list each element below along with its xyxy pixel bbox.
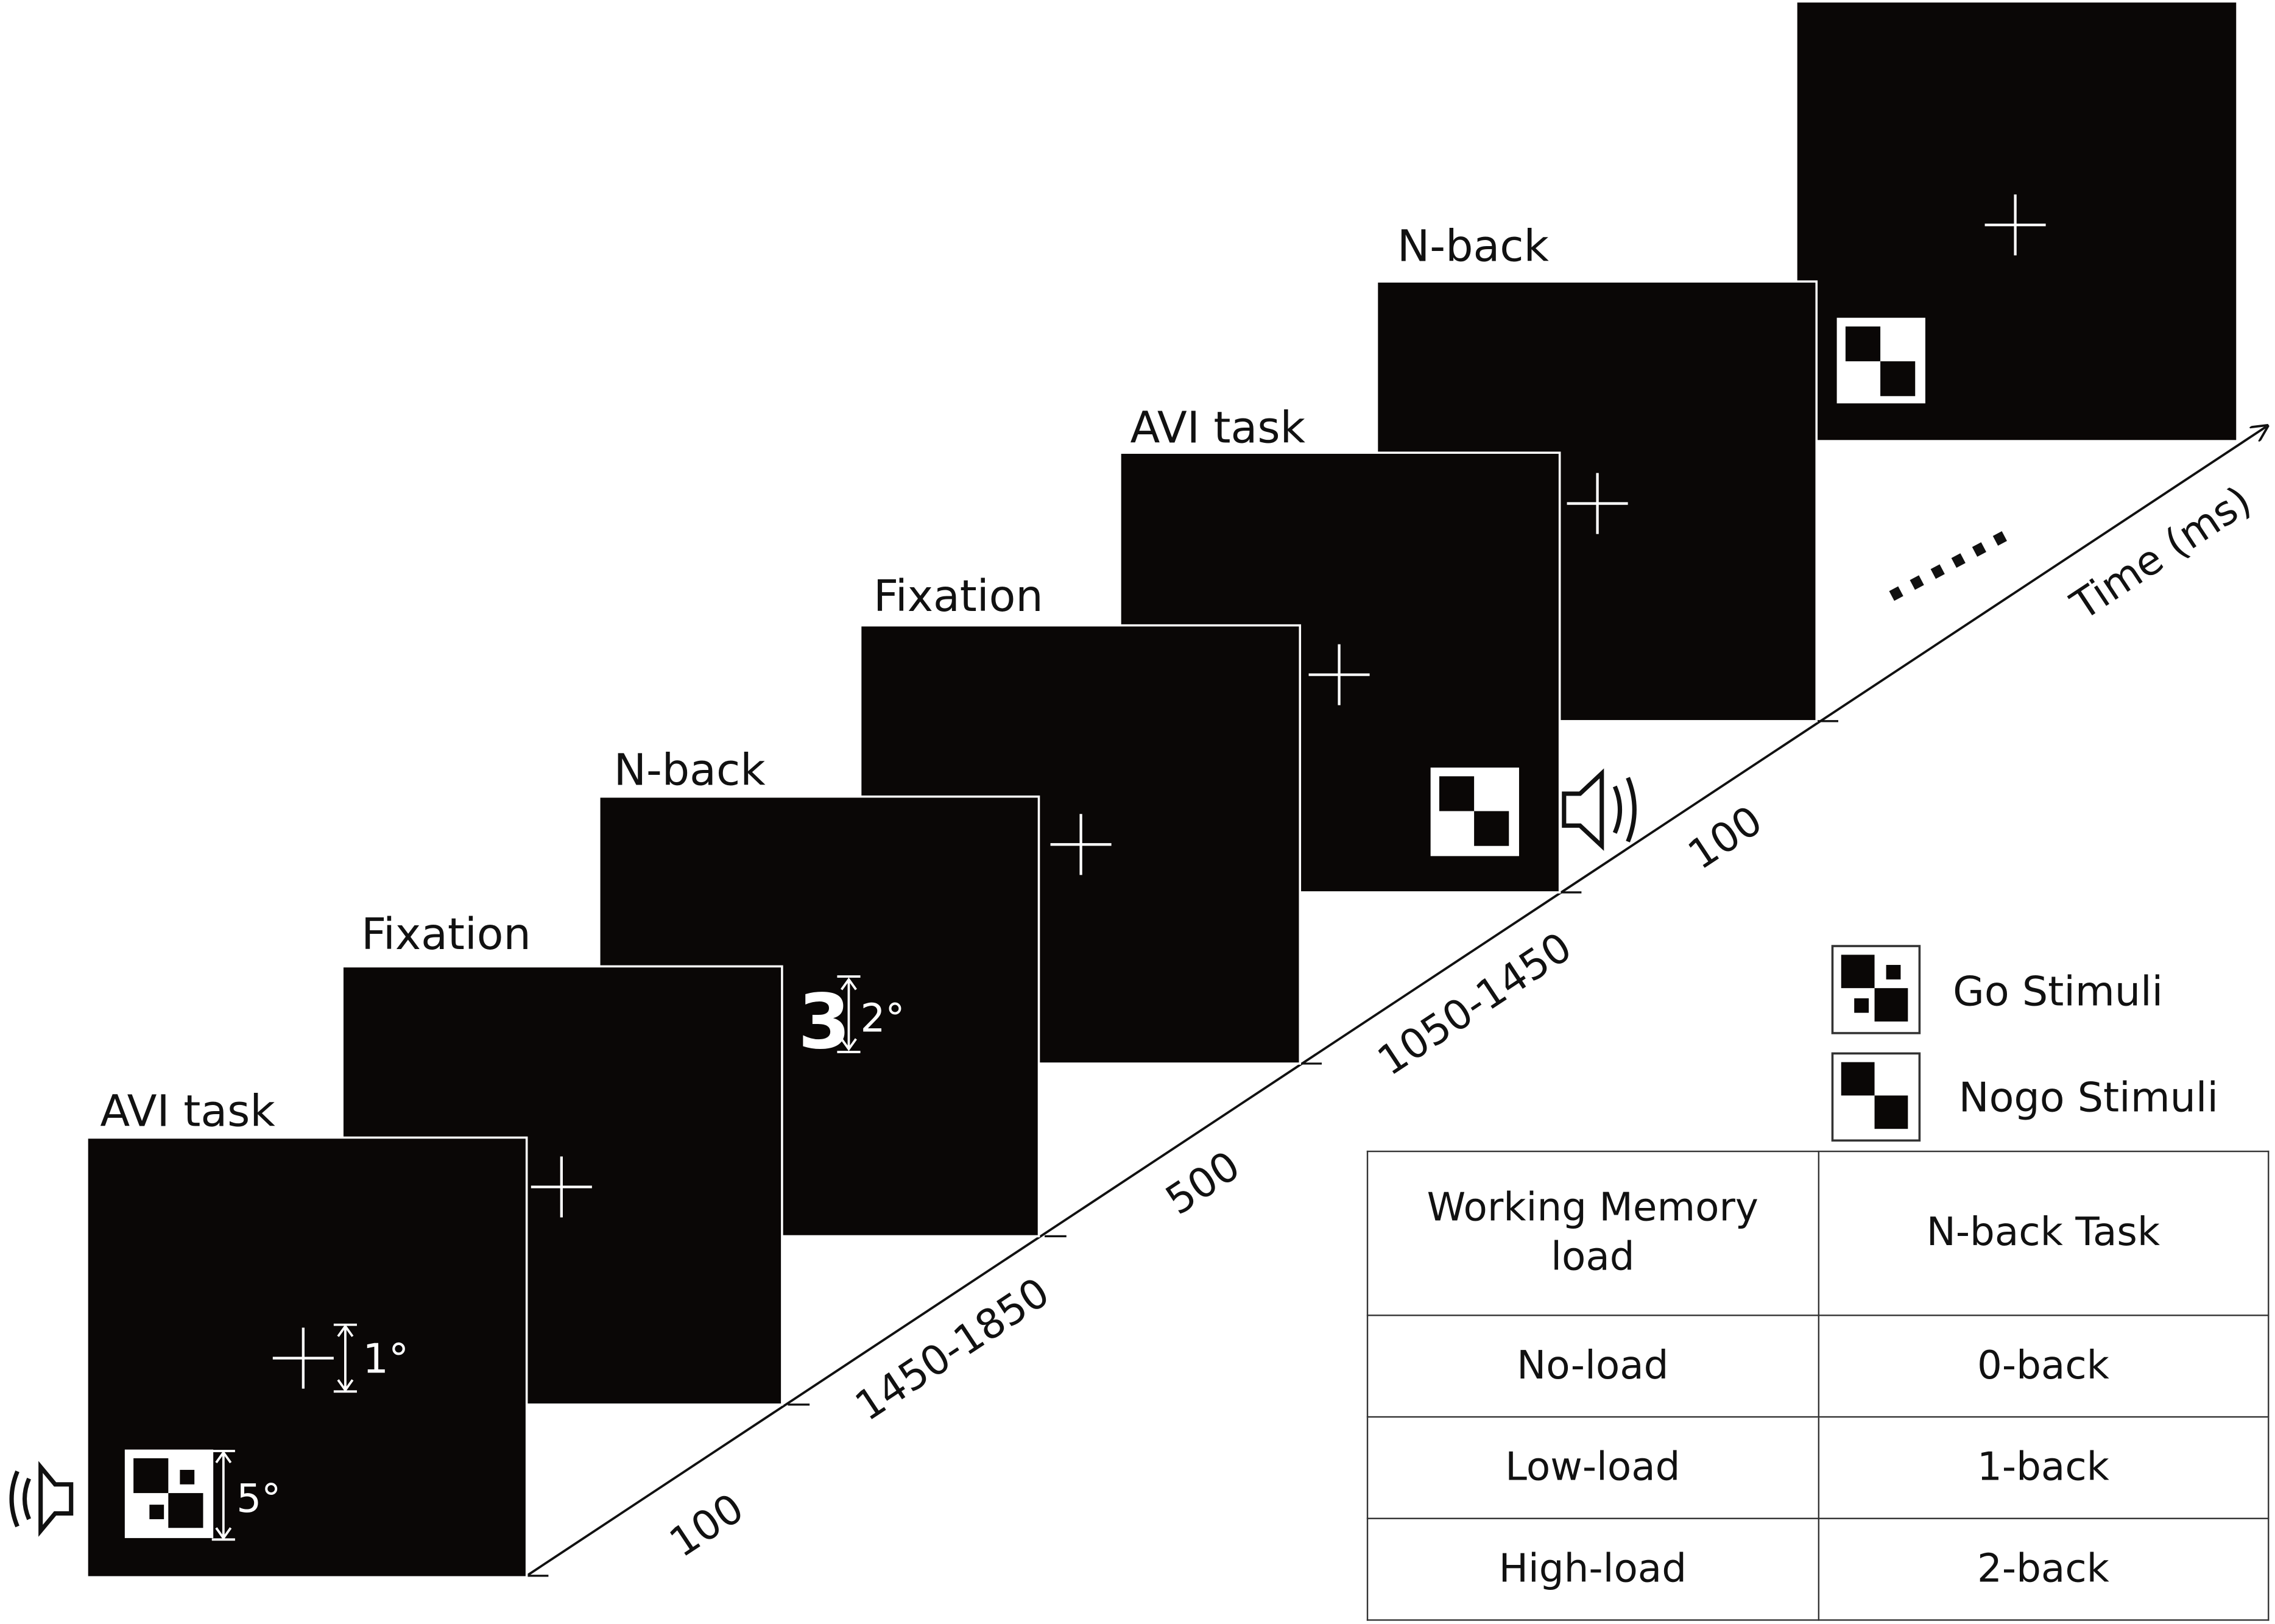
speaker-icon [1562, 768, 1637, 851]
table-cell: 2-back [1817, 1517, 2270, 1621]
legend-nogo-label: Nogo Stimuli [1959, 1074, 2218, 1121]
fixation-cross-icon [1050, 814, 1112, 875]
screen-label: N-back [1397, 221, 1550, 272]
fixation-size-label: 1° [363, 1335, 409, 1382]
fixation-cross-icon [1567, 473, 1628, 534]
table-cell: 1-back [1817, 1416, 2270, 1519]
table-cell: High-load [1366, 1517, 1819, 1621]
table-cell: No-load [1366, 1315, 1819, 1418]
legend-go-label: Go Stimuli [1953, 968, 2163, 1015]
size-arrow-icon [333, 1323, 357, 1393]
fixation-cross-icon [272, 1327, 334, 1389]
table-header-cell: Working Memory load [1366, 1150, 1819, 1316]
size-arrow-icon [837, 975, 861, 1053]
continuation-dots: ...... [1864, 490, 2020, 616]
table-header-row: Working Memory load N-back Task [1366, 1150, 2270, 1316]
screen-label: Fixation [873, 571, 1043, 621]
fixation-cross-icon [1984, 194, 2046, 256]
fixation-cross-icon [531, 1156, 592, 1218]
time-axis [526, 426, 2266, 1577]
screen-label: Fixation [361, 909, 531, 959]
stimulus-size-label: 5° [236, 1476, 281, 1522]
legend-go: Go Stimuli [1831, 945, 2163, 1034]
load-table: Working Memory load N-back Task No-load … [1366, 1150, 2270, 1621]
screen-7 [1795, 0, 2238, 442]
screen-1: AVI task 1° 5° [86, 1086, 528, 1579]
duration-label: 1450-1850 [847, 1268, 1057, 1430]
duration-label: 1050-1450 [1369, 923, 1580, 1085]
table-row: Low-load 1-back [1366, 1416, 2270, 1519]
duration-label: 100 [1679, 796, 1770, 878]
fixation-cross-icon [1308, 644, 1370, 705]
table-cell: 0-back [1817, 1315, 2270, 1418]
duration-label: 100 [661, 1484, 752, 1566]
table-header-cell: N-back Task [1817, 1150, 2270, 1316]
size-arrow-icon [211, 1450, 235, 1541]
screen-label: N-back [614, 745, 766, 796]
table-cell: Low-load [1366, 1416, 1819, 1519]
axis-ticks [526, 720, 1838, 1577]
duration-label: 500 [1157, 1142, 1248, 1224]
nogo-stimulus-icon [1836, 317, 1925, 404]
screen-label: AVI task [1130, 403, 1306, 453]
table-row: No-load 0-back [1366, 1315, 2270, 1418]
table-row: High-load 2-back [1366, 1517, 2270, 1621]
axis-label: Time (ms) [2062, 476, 2259, 629]
go-stimulus-icon [124, 1449, 214, 1538]
legend-nogo: Nogo Stimuli [1831, 1052, 2218, 1142]
digit-size-label: 2° [861, 996, 905, 1042]
speaker-icon [9, 1461, 74, 1537]
screen-label: AVI task [100, 1086, 275, 1136]
nogo-stimulus-icon [1430, 768, 1519, 856]
